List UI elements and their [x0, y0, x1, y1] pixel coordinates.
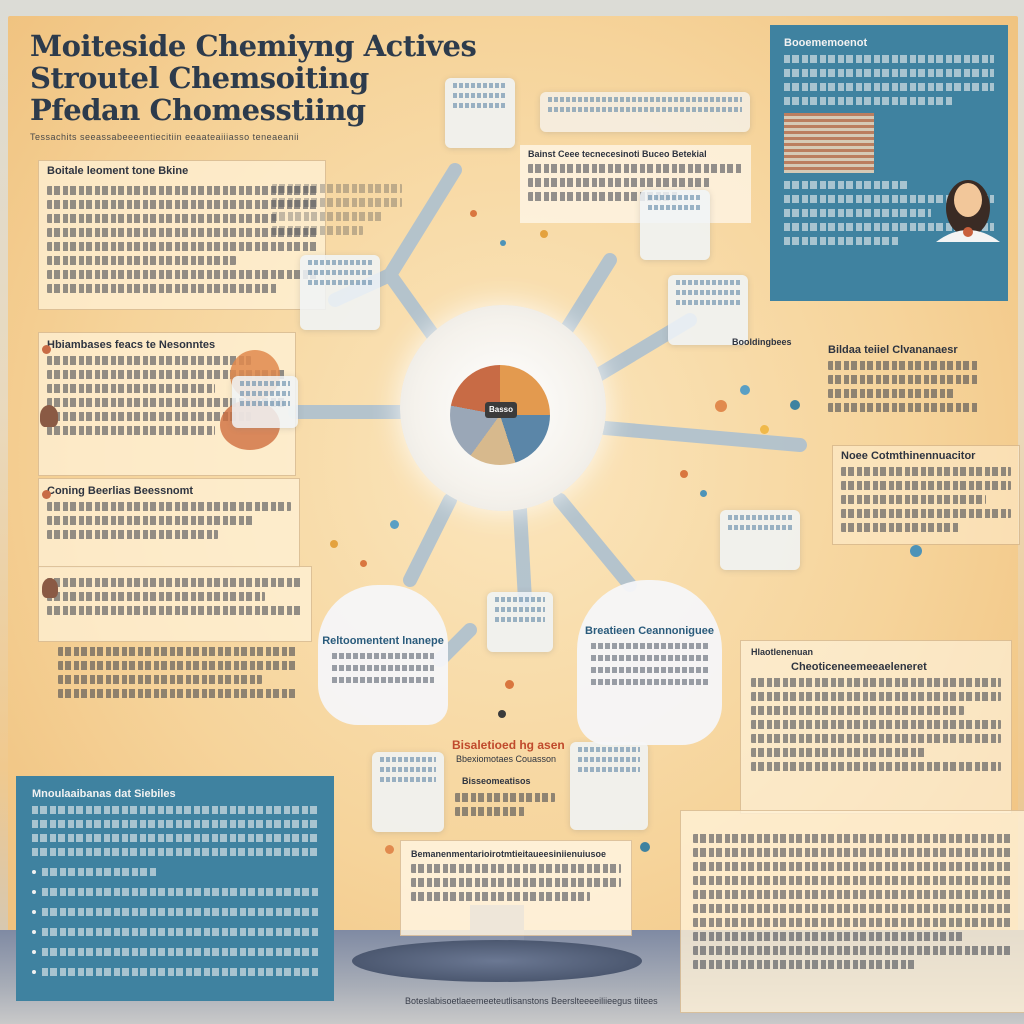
molecule-dot	[540, 230, 548, 238]
molecule-dot	[505, 680, 514, 689]
molecule-dot	[498, 710, 506, 718]
note-card	[487, 592, 553, 652]
left-text-block	[50, 636, 306, 718]
center-top-card-heading: Bainst Ceee tecnecesinoti Buceo Betekial	[528, 149, 707, 159]
right-bottom-text-panel	[680, 810, 1024, 1013]
note-card	[570, 742, 648, 830]
note-card	[300, 255, 380, 330]
right-panel-a-label: Booldingbees	[732, 337, 792, 347]
note-card	[540, 92, 750, 132]
molecule-dot	[42, 345, 51, 354]
center-red-label: Bisaletioed hg asen	[452, 738, 565, 752]
head-silhouette-right: Breatieen Ceannoniguee	[577, 580, 722, 745]
molecule-dot	[680, 470, 688, 478]
molecule-dot	[760, 425, 769, 434]
molecule-dot	[700, 490, 707, 497]
leaf-icon	[42, 578, 58, 598]
note-card	[640, 190, 710, 260]
leaf-icon	[40, 405, 58, 427]
left-panel-2-heading: Coning Beerlias Beessnomt	[47, 485, 194, 497]
head-left-heading: Reltoomentent lnanepe	[322, 635, 444, 647]
title-subtitle: Tessachits seeassabeeeentiecitiin eeaate…	[30, 132, 300, 142]
title-line-1: Moiteside Chemiyng Actives	[30, 29, 477, 63]
right-panel-a: Bildaa teiiel Clvananaesr	[820, 340, 986, 438]
stand-base	[352, 940, 642, 982]
spoke	[553, 253, 617, 347]
bottom-card-heading: Bemanenmentarioirotmtieitaueesiniienuius…	[411, 849, 607, 859]
footer-caption: Boteslabisoetlaeemeeteutlisanstons Beers…	[405, 996, 658, 1006]
note-card	[720, 510, 800, 570]
molecule-dot	[640, 842, 650, 852]
left-text-panel-top-right	[268, 175, 406, 253]
center-top-card: Bainst Ceee tecnecesinoti Buceo Betekial	[520, 145, 751, 223]
title-block: Moiteside Chemiyng Actives Stroutel Chem…	[30, 29, 477, 142]
spoke	[513, 503, 532, 607]
blue-panel-heading: Mnoulaaibanas dat Siebiles	[32, 788, 176, 800]
title-line-2: Stroutel Chemsoiting	[30, 61, 369, 95]
note-card	[232, 376, 298, 428]
bottom-center-card: Bemanenmentarioirotmtieitaueesiniienuius…	[400, 840, 632, 936]
spoke	[598, 421, 807, 452]
molecule-dot	[790, 400, 800, 410]
bottom-left-info-panel: Mnoulaaibanas dat Siebiles	[16, 776, 334, 1001]
molecule-dot	[360, 560, 367, 567]
left-panel-2: Coning Beerlias Beessnomt	[38, 478, 300, 568]
molecule-dot	[740, 385, 750, 395]
hub-label: Basso	[488, 405, 513, 414]
head-silhouette-left: Reltoomentent lnanepe	[318, 585, 448, 725]
spoke	[403, 493, 457, 587]
spoke	[383, 163, 462, 282]
molecule-dot	[385, 845, 394, 854]
striped-chart	[784, 113, 874, 173]
molecule-dot	[470, 210, 477, 217]
top-right-panel-heading: Booememoenot	[784, 37, 868, 49]
person-avatar-icon	[936, 180, 1000, 242]
left-panel-top-heading: Boitale leoment tone Bkine	[47, 165, 189, 177]
note-card	[372, 752, 444, 832]
molecule-dot	[330, 540, 338, 548]
left-panel-1-heading: Hbiambases feacs te Nesonntes	[47, 339, 216, 351]
top-right-info-panel: Booememoenot	[770, 25, 1008, 301]
right-panel-b-heading: Noee Cotmthinennuacitor	[841, 450, 976, 462]
right-panel-c: Hlaotlenenuan Cheoticeneemeeaeleneret	[740, 640, 1012, 814]
right-panel-c-heading: Hlaotlenenuan	[751, 647, 814, 657]
left-panel-3	[38, 566, 312, 642]
molecule-dot	[390, 520, 399, 529]
note-card	[445, 78, 515, 148]
molecule-dot	[910, 545, 922, 557]
head-right-heading: Breatieen Ceannoniguee	[585, 625, 714, 637]
molecule-dot	[500, 240, 506, 246]
center-text-lines	[455, 788, 555, 818]
spoke	[553, 493, 637, 592]
molecule-dot	[715, 400, 727, 412]
right-panel-b: Noee Cotmthinennuacitor	[832, 445, 1020, 545]
hub-center-badge	[485, 402, 517, 418]
molecule-dot	[42, 490, 51, 499]
right-panel-d-heading: Cheoticeneemeeaeleneret	[791, 661, 927, 673]
note-card	[668, 275, 748, 345]
right-panel-a-heading: Bildaa teiiel Clvananaesr	[828, 344, 958, 356]
center-green-label: Bisseomeatisos	[462, 776, 531, 786]
title-line-3: Pfedan Chomesstiing	[30, 93, 366, 127]
center-red-sublabel: Bbexiomotaes Couasson	[456, 754, 557, 764]
left-text-panel-top: Boitale leoment tone Bkine	[38, 160, 326, 310]
